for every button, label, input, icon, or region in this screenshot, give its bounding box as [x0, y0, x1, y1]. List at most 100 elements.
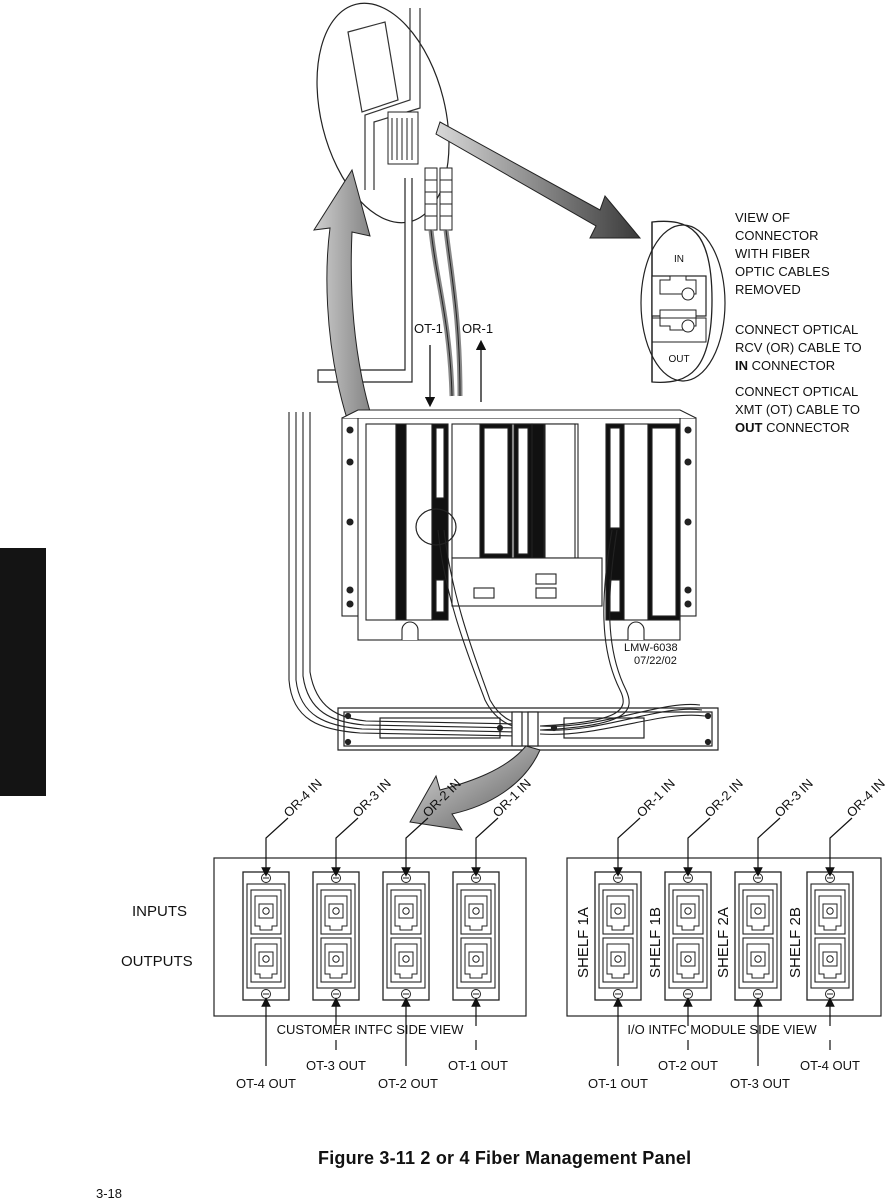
output-port: [460, 937, 492, 983]
right-in-2: OR-2 IN: [702, 776, 746, 820]
output-labels: OT-4 OUT OT-3 OUT OT-2 OUT OT-1 OUT OT-1…: [236, 1058, 860, 1091]
input-leaders: [261, 817, 853, 877]
connector-callout: IN OUT: [640, 220, 726, 384]
left-out-1: OT-4 OUT: [236, 1076, 296, 1091]
output-port: [742, 937, 774, 983]
view-line-3: WITH FIBER: [735, 246, 810, 261]
output-port: [672, 937, 704, 983]
view-line-4: OPTIC CABLES: [735, 264, 830, 279]
port-module: [806, 871, 854, 1001]
left-in-1: OR-4 IN: [281, 776, 325, 820]
left-out-4: OT-1 OUT: [448, 1058, 508, 1073]
shelf-2a: SHELF 2A: [715, 907, 732, 978]
input-port: [390, 889, 422, 935]
view-line-1: VIEW OF: [735, 210, 790, 225]
screw-icon: [683, 989, 693, 999]
zoom-circle: [415, 508, 457, 546]
left-out-2: OT-3 OUT: [306, 1058, 366, 1073]
right-in-1: OR-1 IN: [634, 776, 678, 820]
io-panel-title: I/O INTFC MODULE SIDE VIEW: [627, 1022, 817, 1037]
output-port: [250, 937, 282, 983]
customer-panel-title: CUSTOMER INTFC SIDE VIEW: [277, 1022, 465, 1037]
drawing-date: 07/22/02: [634, 655, 677, 667]
right-in-4: OR-4 IN: [844, 776, 888, 820]
right-out-4: OT-4 OUT: [800, 1058, 860, 1073]
input-port: [250, 889, 282, 935]
port-module: [452, 871, 500, 1001]
inputs-label: INPUTS: [132, 903, 187, 920]
screw-icon: [825, 873, 835, 883]
rcv-line-3: IN CONNECTOR: [735, 358, 835, 373]
screw-icon: [401, 873, 411, 883]
rcv-line-1: CONNECT OPTICAL: [735, 322, 858, 337]
right-in-3: OR-3 IN: [772, 776, 816, 820]
outputs-label: OUTPUTS: [121, 953, 193, 970]
drawing-number: LMW-6038: [624, 642, 678, 654]
screw-icon: [331, 989, 341, 999]
rcv-bold: IN: [735, 358, 748, 373]
left-in-2: OR-3 IN: [350, 776, 394, 820]
right-out-2: OT-2 OUT: [658, 1058, 718, 1073]
figure-caption: Figure 3-11 2 or 4 Fiber Management Pane…: [318, 1148, 692, 1168]
rcv-rest: CONNECTOR: [748, 358, 835, 373]
left-out-3: OT-2 OUT: [378, 1076, 438, 1091]
port-module: [312, 871, 360, 1001]
xmt-line-3: OUT CONNECTOR: [735, 420, 850, 435]
section-tab: [0, 548, 46, 796]
right-out-3: OT-3 OUT: [730, 1076, 790, 1091]
callout-text: VIEW OF CONNECTOR WITH FIBER OPTIC CABLE…: [735, 210, 862, 435]
ot1-label: OT-1: [414, 321, 443, 336]
right-out-1: OT-1 OUT: [588, 1076, 648, 1091]
screw-icon: [753, 873, 763, 883]
shelf-labels: SHELF 1A SHELF 1B SHELF 2A SHELF 2B: [575, 907, 804, 978]
screw-icon: [753, 989, 763, 999]
port-module: [594, 871, 642, 1001]
screw-icon: [471, 873, 481, 883]
connector-out-label: OUT: [668, 354, 689, 365]
shelf-chassis: [341, 409, 697, 641]
view-line-2: CONNECTOR: [735, 228, 819, 243]
view-line-5: REMOVED: [735, 282, 801, 297]
screw-icon: [401, 989, 411, 999]
port-module: [242, 871, 290, 1001]
or1-label: OR-1: [462, 321, 493, 336]
input-port: [602, 889, 634, 935]
input-port: [320, 889, 352, 935]
input-labels: OR-4 IN OR-3 IN OR-2 IN OR-1 IN OR-1 IN …: [281, 776, 888, 820]
input-port: [814, 889, 846, 935]
connector-in-label: IN: [674, 254, 684, 265]
input-port: [742, 889, 774, 935]
screw-icon: [613, 873, 623, 883]
screw-icon: [331, 873, 341, 883]
screw-icon: [613, 989, 623, 999]
output-port: [320, 937, 352, 983]
input-port: [672, 889, 704, 935]
output-port: [814, 937, 846, 983]
xmt-rest: CONNECTOR: [762, 420, 849, 435]
screw-icon: [261, 989, 271, 999]
shelf-2b: SHELF 2B: [787, 907, 804, 978]
page-number: 3-18: [96, 1186, 123, 1201]
fiber-tray: [337, 707, 719, 751]
port-module: [734, 871, 782, 1001]
screw-icon: [683, 873, 693, 883]
panel-zoom-arrow: [409, 745, 541, 831]
ot-or-arrows: OT-1 OR-1: [414, 321, 493, 408]
port-module: [664, 871, 712, 1001]
shelf-1b: SHELF 1B: [647, 907, 664, 978]
input-port: [460, 889, 492, 935]
connector-view-arrow: [435, 121, 642, 239]
port-module: [382, 871, 430, 1001]
rcv-line-2: RCV (OR) CABLE TO: [735, 340, 862, 355]
screw-icon: [261, 873, 271, 883]
magnified-connector-view: [316, 2, 463, 397]
output-leaders: [261, 997, 835, 1066]
output-port: [602, 937, 634, 983]
xmt-bold: OUT: [735, 420, 763, 435]
fiber-cables: [288, 412, 706, 737]
screw-icon: [471, 989, 481, 999]
xmt-line-1: CONNECT OPTICAL: [735, 384, 858, 399]
io-ports: [594, 871, 854, 1001]
shelf-1a: SHELF 1A: [575, 907, 592, 978]
